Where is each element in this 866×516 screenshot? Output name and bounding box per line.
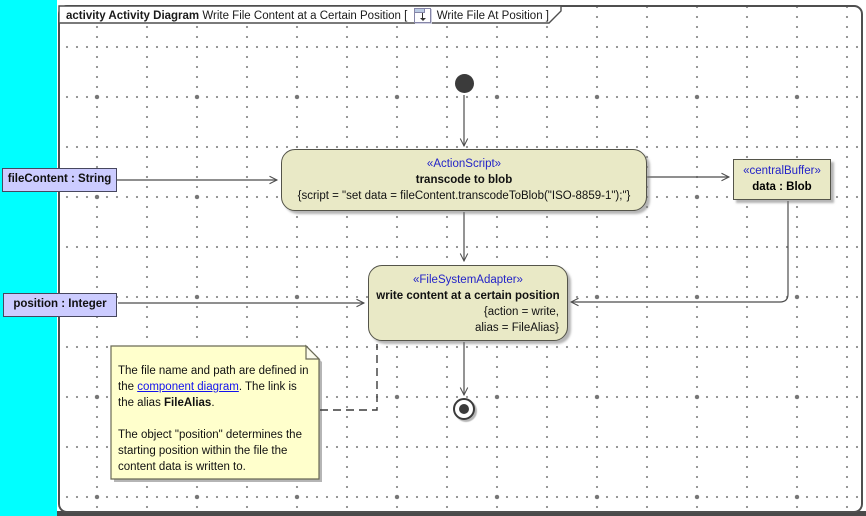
action-tagged-value: {action = write, xyxy=(483,306,559,318)
activity-final-node[interactable] xyxy=(453,398,475,420)
note-fold-corner xyxy=(305,344,321,360)
frame-title-tab xyxy=(58,5,562,24)
object-node-label: position : Integer xyxy=(13,298,107,310)
note-paragraph-1: The file name and path are defined in th… xyxy=(118,363,314,411)
stereotype-label: «ActionScript» xyxy=(426,158,502,170)
central-buffer-node[interactable]: «centralBuffer» data : Blob xyxy=(733,159,831,200)
note-text: The file name and path are defined in th… xyxy=(118,363,314,491)
initial-node[interactable] xyxy=(455,74,474,93)
object-node-label: fileContent : String xyxy=(7,173,112,185)
note-text-segment: The file name and path are defined in th… xyxy=(118,365,309,393)
frame-title-text: Write File Content at a Certain Position… xyxy=(199,9,411,22)
frame-title-diagram-name: Write File At Position ] xyxy=(433,9,549,22)
stereotype-label: «centralBuffer» xyxy=(743,165,821,177)
stereotype-label: «FileSystemAdapter» xyxy=(413,274,523,286)
note-bold-alias: FileAlias xyxy=(164,397,212,409)
action-name: transcode to blob xyxy=(415,174,513,186)
action-tagged-value: {script = "set data = fileContent.transc… xyxy=(297,190,631,202)
frame-title: activity Activity Diagram Write File Con… xyxy=(66,8,566,23)
canvas-background xyxy=(0,0,57,516)
note-paragraph-2: The object "position" determines the sta… xyxy=(118,429,302,473)
activity-diagram-icon xyxy=(413,8,431,23)
note-anchor-line[interactable] xyxy=(320,344,378,411)
edge-buffer-to-write[interactable] xyxy=(569,201,789,307)
note[interactable] xyxy=(110,345,320,480)
action-write-content[interactable]: «FileSystemAdapter» write content at a c… xyxy=(368,265,568,341)
object-node-position[interactable]: position : Integer xyxy=(3,293,117,317)
action-name: write content at a certain position xyxy=(376,290,560,302)
window-bottom-edge xyxy=(57,511,866,516)
frame-title-keyword: activity Activity Diagram xyxy=(66,9,200,22)
component-diagram-link[interactable]: component diagram xyxy=(137,381,239,393)
buffer-name: data : Blob xyxy=(752,181,812,193)
action-transcode-to-blob[interactable]: «ActionScript» transcode to blob {script… xyxy=(281,149,647,211)
object-node-filecontent[interactable]: fileContent : String xyxy=(2,168,117,192)
note-text-segment: . The link is the alias xyxy=(118,381,297,409)
note-text-segment: . xyxy=(211,397,215,409)
action-tagged-value: alias = FileAlias} xyxy=(474,322,559,334)
